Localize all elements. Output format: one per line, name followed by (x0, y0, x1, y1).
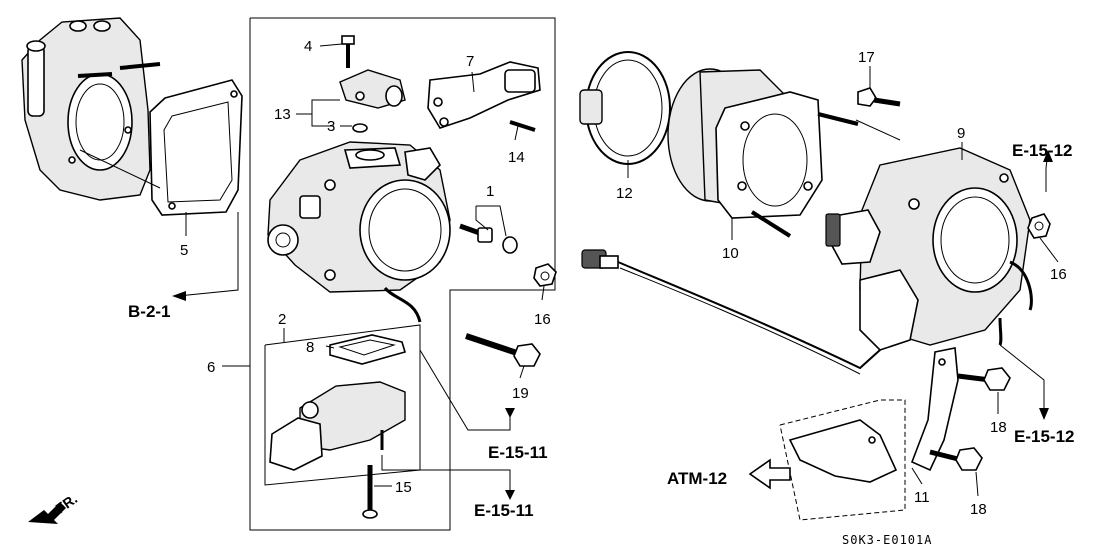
ref-e-15-11-lower: E-15-11 (474, 501, 534, 520)
bolt-part-18-upper (957, 367, 1011, 391)
ref-e-15-11-upper: E-15-11 (488, 443, 548, 462)
throttle-body-part-9 (825, 147, 1033, 351)
bracket-part-11 (788, 347, 959, 483)
hose-clamp-part-12 (579, 51, 671, 165)
arrow-e1511b (505, 490, 515, 500)
group-frame-main (249, 17, 556, 531)
arrow-atm12 (748, 458, 791, 490)
arrow-b21 (172, 291, 186, 301)
callout-10: 10 (722, 245, 739, 262)
callout-14: 14 (508, 149, 525, 166)
ref-b-2-1: B-2-1 (128, 302, 171, 321)
tp-sensor-part-13 (339, 35, 406, 133)
bracket-part-7 (427, 61, 541, 132)
callout-2: 2 (278, 311, 286, 328)
bolt-part-19 (465, 333, 541, 367)
bolt-part-17 (857, 87, 901, 107)
ref-atm-12: ATM-12 (667, 469, 727, 488)
callout-8: 8 (306, 339, 314, 356)
callout-numbers: 4 13 3 7 14 1 16 5 2 8 6 19 15 12 10 17 … (180, 38, 1067, 518)
seal-set-part-1 (459, 223, 518, 254)
nut-part-16-center (533, 263, 557, 287)
intake-duct-part-10 (667, 68, 859, 238)
callout-13: 13 (274, 106, 291, 123)
callout-5: 5 (180, 242, 188, 259)
nut-part-16-right (1027, 213, 1051, 239)
callout-1: 1 (486, 183, 494, 200)
callout-19: 19 (512, 385, 529, 402)
callout-12: 12 (616, 185, 633, 202)
iac-valve-assembly (269, 334, 407, 519)
callout-6: 6 (207, 359, 215, 376)
ref-e-15-12-lower: E-15-12 (1014, 427, 1074, 446)
gasket-part-5 (149, 79, 243, 216)
fr-arrow-icon (28, 502, 66, 524)
callout-11: 11 (914, 489, 930, 506)
diagram-code: S0K3-E0101A (842, 533, 932, 547)
bolt-part-18-lower (929, 447, 983, 471)
callout-16-right: 16 (1050, 266, 1067, 283)
intake-manifold-flange (21, 17, 161, 201)
reference-arrows (28, 150, 1053, 524)
callout-9: 9 (957, 125, 965, 142)
arrow-e1512b (1039, 408, 1049, 420)
callout-18-upper: 18 (990, 419, 1007, 436)
throttle-body-main (267, 141, 451, 323)
sensor-harness (581, 249, 881, 375)
callout-17: 17 (858, 49, 875, 66)
arrow-e1512a (1043, 150, 1053, 162)
callout-7: 7 (466, 53, 474, 70)
callout-16-center: 16 (534, 311, 551, 328)
callout-3: 3 (327, 118, 335, 135)
reference-labels: B-2-1 E-15-11 E-15-11 E-15-12 E-15-12 AT… (53, 141, 1075, 547)
arrow-e1511a (505, 408, 515, 418)
callout-4: 4 (304, 38, 312, 55)
callout-18-lower: 18 (970, 501, 987, 518)
callout-15: 15 (395, 479, 412, 496)
ref-e-15-12-upper: E-15-12 (1012, 141, 1072, 160)
leader-lines (79, 43, 1059, 497)
